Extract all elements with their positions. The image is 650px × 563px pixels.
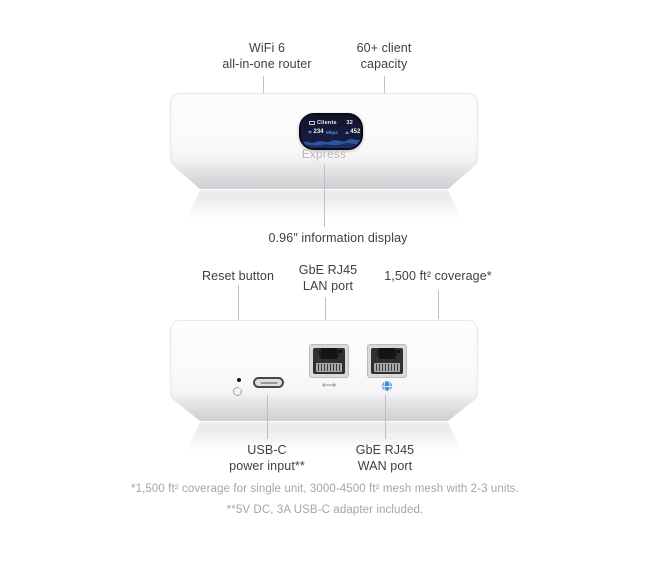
lan-icon: ⟷ xyxy=(321,380,337,391)
lan-port-led xyxy=(339,350,342,353)
device-name-label: Express xyxy=(301,149,347,161)
callout-wifi6: WiFi 6 all-in-one router xyxy=(222,40,311,73)
callout-wifi6-line1: WiFi 6 xyxy=(248,41,285,55)
callout-usbc-line2: power input** xyxy=(229,459,305,474)
lan-port-pins xyxy=(316,363,342,372)
lan-port xyxy=(309,344,349,378)
download-arrow-icon xyxy=(308,130,312,134)
router-back-base xyxy=(170,397,478,421)
callout-coverage-text: 1,500 ft² coverage* xyxy=(384,269,492,283)
wan-port-tab xyxy=(379,348,395,359)
display-clients-row: Clients 32 xyxy=(301,115,361,126)
wan-port xyxy=(367,344,407,378)
download-stat: 234 Mbps xyxy=(308,129,338,135)
lan-port-tab xyxy=(321,348,337,359)
callout-display-text: 0.96″ information display xyxy=(268,231,408,245)
callout-line-wifi6 xyxy=(263,76,264,93)
wan-port-cavity xyxy=(371,348,403,374)
clients-count: 32 xyxy=(346,120,353,126)
upload-value: 452 xyxy=(350,129,361,135)
callout-client-capacity-line1: 60+ client xyxy=(356,41,412,55)
callout-line-display xyxy=(324,165,325,227)
callout-usbc-line1: USB-C xyxy=(247,443,287,457)
traffic-graph xyxy=(301,139,361,148)
callout-reset-text: Reset button xyxy=(201,269,275,283)
callout-line-wan xyxy=(385,395,386,439)
wan-globe-icon xyxy=(382,381,392,391)
callout-lan: GbE RJ45 LAN port xyxy=(299,262,357,295)
reset-button xyxy=(236,378,241,382)
display-throughput-row: 234 Mbps 452 Mbps xyxy=(301,126,361,135)
callout-wan: GbE RJ45 WAN port xyxy=(356,442,414,475)
router-back-face: ⟷ xyxy=(170,320,478,397)
callout-display: 0.96″ information display xyxy=(269,230,408,246)
callout-lan-line1: GbE RJ45 xyxy=(298,263,358,277)
clients-icon xyxy=(309,120,315,126)
callout-client-capacity: 60+ client capacity xyxy=(357,40,412,73)
footnote-power: **5V DC, 3A USB-C adapter included. xyxy=(226,504,424,516)
upload-stat: 452 Mbps xyxy=(344,129,361,135)
callout-usbc: USB-C power input** xyxy=(229,442,305,475)
callout-wan-line2: WAN port xyxy=(357,459,413,474)
router-back-reflection xyxy=(184,422,464,458)
wan-port-pins xyxy=(374,363,400,372)
footnote-coverage: *1,500 ft² coverage for single unit, 300… xyxy=(131,483,519,495)
usbc-port xyxy=(253,377,284,388)
lan-port-cavity xyxy=(313,348,345,374)
callout-line-usbc xyxy=(267,395,268,439)
callout-line-coverage xyxy=(438,290,439,319)
callout-wan-line1: GbE RJ45 xyxy=(355,443,415,457)
download-unit: Mbps xyxy=(326,129,338,135)
reset-icon xyxy=(233,387,242,396)
clients-label: Clients xyxy=(317,120,337,126)
callout-client-capacity-line2: capacity xyxy=(360,57,408,72)
download-value: 234 xyxy=(313,129,324,135)
callout-line-capacity xyxy=(384,76,385,93)
callout-reset: Reset button xyxy=(202,268,274,284)
wan-port-led xyxy=(397,350,400,353)
router-front-face: Clients 32 234 Mbps 452 Mbps xyxy=(170,93,478,163)
information-display: Clients 32 234 Mbps 452 Mbps xyxy=(299,113,363,150)
callout-lan-line2: LAN port xyxy=(302,279,354,294)
router-back-view: ⟷ xyxy=(170,320,478,421)
callout-coverage: 1,500 ft² coverage* xyxy=(384,268,492,284)
callout-wifi6-line2: all-in-one router xyxy=(222,57,312,72)
upload-arrow-icon xyxy=(344,130,349,134)
